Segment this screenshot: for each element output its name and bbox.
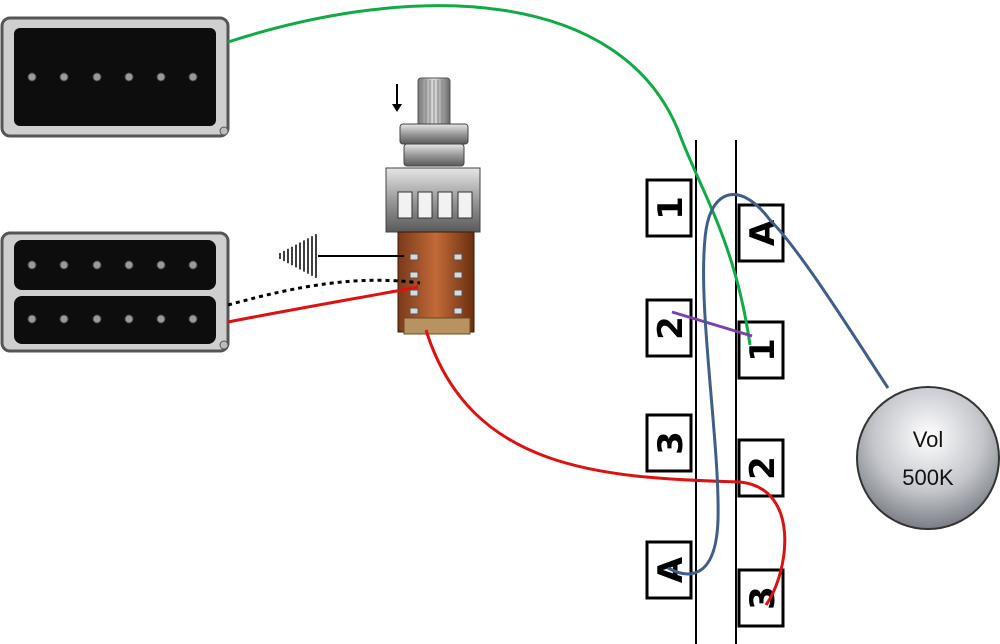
switch-lug-right-2: 2	[737, 438, 785, 498]
switch-contact	[409, 289, 419, 297]
switch-contact	[409, 307, 419, 315]
pot-bushing	[403, 143, 465, 167]
pole-piece	[124, 260, 134, 270]
pole-piece	[59, 314, 69, 324]
lug-label: 2	[743, 456, 783, 480]
push-pull-pot-icon	[385, 77, 481, 335]
pot-lug	[417, 191, 433, 219]
bridge-hot-wire	[227, 285, 419, 324]
pot-to-switch-wire	[424, 329, 787, 606]
switch-contact	[453, 289, 463, 297]
switch-contact	[409, 253, 419, 261]
pot-nut	[399, 123, 469, 145]
pole-piece	[59, 72, 69, 82]
pot-lug	[437, 191, 453, 219]
volume-pot-label-line1: Vol	[913, 427, 944, 452]
pole-piece	[27, 72, 37, 82]
switch-lug-right-1: 1	[737, 320, 785, 380]
switch-jumper-wire	[671, 310, 753, 338]
bridge-pickup-terminal	[219, 340, 229, 350]
volume-pot-knob	[856, 386, 1000, 530]
neck-hot-wire	[227, 4, 752, 346]
pole-piece	[124, 72, 134, 82]
switch-contact	[453, 307, 463, 315]
lug-label: 1	[743, 338, 783, 362]
switch-lug-left-1: 1	[645, 178, 693, 238]
down-arrow-icon	[392, 84, 402, 112]
pole-piece	[156, 72, 166, 82]
pot-switch-body	[397, 231, 475, 333]
pot-base	[403, 317, 471, 335]
switch-lug-right-a: A	[737, 203, 785, 263]
bridge-pickup-coil-bottom	[14, 296, 216, 344]
pole-piece	[59, 260, 69, 270]
pole-piece	[27, 314, 37, 324]
neck-pickup-terminal	[219, 126, 229, 136]
switch-contact	[453, 253, 463, 261]
bridge-coil-split-wire	[227, 278, 421, 307]
switch-contact	[409, 271, 419, 279]
lug-label: 2	[651, 316, 691, 340]
pole-piece	[92, 260, 102, 270]
pole-piece	[156, 260, 166, 270]
pole-piece	[188, 314, 198, 324]
switch-to-volume-wire	[667, 193, 890, 576]
pole-piece	[188, 260, 198, 270]
switch-lug-left-3: 3	[645, 413, 693, 473]
switch-lug-right-3: 3	[737, 568, 785, 628]
pole-piece	[92, 314, 102, 324]
bridge-pickup	[0, 231, 230, 353]
lug-label: 3	[743, 586, 783, 610]
pole-piece	[92, 72, 102, 82]
lug-label: 1	[651, 196, 691, 220]
pot-lug	[457, 191, 473, 219]
pole-piece	[156, 314, 166, 324]
switch-lug-left-2: 2	[645, 298, 693, 358]
switch-contact	[453, 271, 463, 279]
volume-pot: Vol 500K	[856, 386, 1000, 530]
lug-label: 3	[651, 431, 691, 455]
pole-piece	[188, 72, 198, 82]
switch-lug-left-a: A	[645, 540, 693, 600]
pot-lug	[397, 191, 413, 219]
bridge-pickup-coil-top	[14, 240, 216, 290]
neck-pickup	[0, 16, 230, 138]
pole-piece	[27, 260, 37, 270]
ground-symbol-icon	[279, 234, 404, 278]
pole-piece	[124, 314, 134, 324]
neck-pickup-coil	[14, 28, 216, 126]
lug-label: A	[743, 219, 783, 246]
volume-pot-label-line2: 500K	[902, 465, 954, 490]
